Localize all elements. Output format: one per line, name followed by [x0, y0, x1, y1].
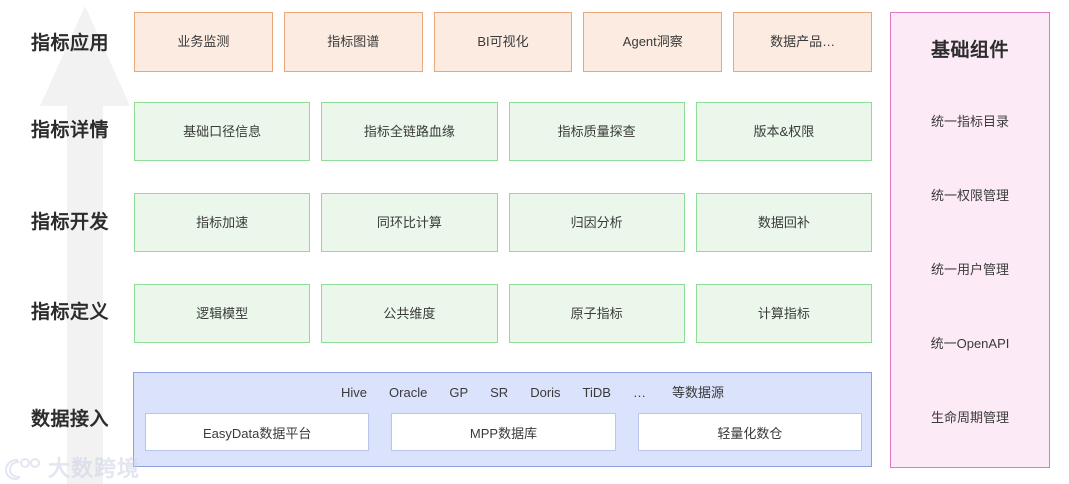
data-source-item: TiDB [582, 385, 611, 400]
layer-cell[interactable]: 指标质量探查 [508, 102, 685, 161]
layer-cell[interactable]: 计算指标 [695, 284, 872, 343]
data-source-item: SR [490, 385, 509, 400]
panel-title: 基础组件 [930, 40, 1009, 61]
row-label-indicator-application: 指标应用 [30, 33, 109, 54]
layer-cell[interactable]: 数据产品… [733, 12, 872, 72]
layer-cell[interactable]: 同环比计算 [321, 193, 498, 252]
panel-item[interactable]: 统一用户管理 [930, 261, 1009, 277]
row-label-indicator-detail: 指标详情 [30, 120, 109, 141]
base-components-panel: 基础组件 统一指标目录 统一权限管理 统一用户管理 统一OpenAPI 生命周期… [890, 12, 1050, 468]
platform-tile[interactable]: MPP数据库 [391, 413, 616, 451]
row-label-indicator-definition: 指标定义 [30, 302, 109, 323]
data-source-item: Oracle [389, 385, 428, 400]
panel-item[interactable]: 生命周期管理 [930, 409, 1009, 425]
layer-cell[interactable]: 版本&权限 [695, 102, 872, 161]
layer-cell[interactable]: 基础口径信息 [134, 102, 311, 161]
layer-cell[interactable]: 数据回补 [695, 193, 872, 252]
panel-item-list: 统一指标目录 统一权限管理 统一用户管理 统一OpenAPI 生命周期管理 [891, 84, 1049, 467]
data-source-item: Hive [341, 385, 368, 400]
data-ingestion-block: Hive Oracle GP SR Doris TiDB … 等数据源 Easy… [133, 372, 872, 467]
layer-cell[interactable]: 指标加速 [134, 193, 311, 252]
panel-item[interactable]: 统一权限管理 [930, 188, 1009, 204]
watermark: 大数跨境 [4, 456, 140, 482]
watermark-logo-icon [4, 458, 40, 481]
layer-row-indicator-application: 业务监测 指标图谱 BI可视化 Agent洞察 数据产品… [134, 12, 872, 72]
layer-cell[interactable]: Agent洞察 [583, 12, 723, 72]
platform-tile[interactable]: 轻量化数仓 [637, 413, 862, 451]
data-source-item: Doris [530, 385, 561, 400]
layer-cell[interactable]: 业务监测 [134, 12, 273, 72]
layer-cell[interactable]: 指标全链路血缘 [321, 102, 498, 161]
data-source-item: GP [449, 385, 469, 400]
panel-item[interactable]: 统一OpenAPI [930, 335, 1010, 351]
layer-row-indicator-detail: 基础口径信息 指标全链路血缘 指标质量探查 版本&权限 [134, 102, 872, 161]
layer-cell[interactable]: 归因分析 [508, 193, 685, 252]
data-source-list: Hive Oracle GP SR Doris TiDB … 等数据源 [134, 382, 871, 401]
platform-tile[interactable]: EasyData数据平台 [145, 413, 370, 451]
layer-cell[interactable]: BI可视化 [433, 12, 573, 72]
panel-item[interactable]: 统一指标目录 [930, 114, 1009, 130]
row-label-data-ingestion: 数据接入 [30, 409, 109, 430]
layer-row-indicator-definition: 逻辑模型 公共维度 原子指标 计算指标 [134, 284, 872, 343]
layer-cell[interactable]: 指标图谱 [283, 12, 423, 72]
data-source-suffix: 等数据源 [671, 385, 724, 400]
data-platform-tiles: EasyData数据平台 MPP数据库 轻量化数仓 [145, 413, 862, 451]
watermark-text: 大数跨境 [48, 456, 141, 481]
row-label-indicator-development: 指标开发 [30, 212, 109, 233]
data-source-ellipsis: … [632, 385, 646, 400]
layer-cell[interactable]: 公共维度 [321, 284, 498, 343]
layer-row-indicator-development: 指标加速 同环比计算 归因分析 数据回补 [134, 193, 872, 252]
layer-cell[interactable]: 原子指标 [508, 284, 685, 343]
layer-cell[interactable]: 逻辑模型 [134, 284, 311, 343]
